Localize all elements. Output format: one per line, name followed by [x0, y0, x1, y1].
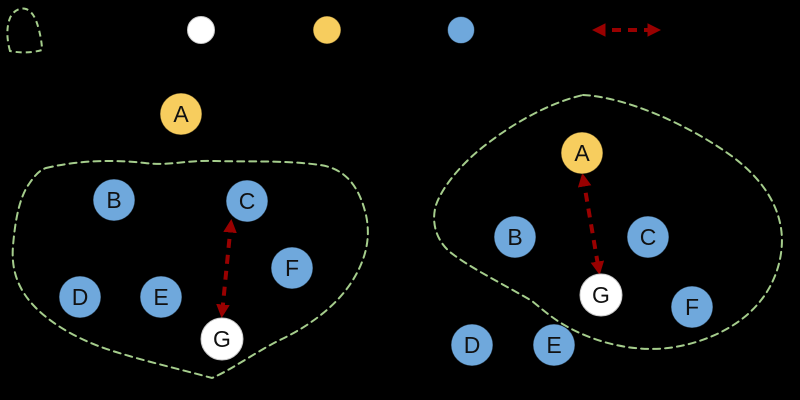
legend-yellow-node-glyph — [312, 15, 342, 45]
cluster-boundary-right — [433, 93, 783, 350]
node-b-left: B — [92, 178, 136, 222]
legend-white-node-glyph — [187, 16, 215, 44]
node-label: F — [685, 294, 699, 320]
node-f-left: F — [270, 246, 314, 290]
node-g-right: G — [579, 273, 623, 317]
node-f-right: F — [670, 285, 714, 329]
node-b-right: B — [493, 215, 537, 259]
node-circle — [670, 285, 714, 329]
node-circle — [225, 179, 269, 223]
distance-arrow-right — [577, 172, 605, 276]
node-circle — [493, 215, 537, 259]
legend — [6, 7, 662, 54]
node-circle — [532, 323, 576, 367]
node-circle — [58, 275, 102, 319]
node-circle — [92, 178, 136, 222]
node-d-left: D — [58, 275, 102, 319]
node-a-right: A — [560, 131, 604, 175]
node-label: D — [72, 284, 89, 310]
node-e-left: E — [139, 275, 183, 319]
node-circle — [270, 246, 314, 290]
node-circle — [579, 273, 623, 317]
legend-blue-node-glyph — [447, 16, 475, 44]
node-label: G — [592, 282, 610, 308]
node-label: C — [640, 224, 657, 250]
node-circle — [450, 323, 494, 367]
node-label: D — [464, 332, 481, 358]
cluster-boundary-left — [11, 159, 369, 380]
node-circle — [560, 131, 604, 175]
legend-cluster-boundary-glyph — [6, 7, 44, 54]
node-circle — [626, 215, 670, 259]
node-c-left: C — [225, 179, 269, 223]
node-label: A — [574, 140, 590, 166]
node-label: B — [106, 187, 121, 213]
node-label: B — [507, 224, 522, 250]
node-label: F — [285, 255, 299, 281]
node-label: E — [546, 332, 561, 358]
diagram-left: A B C D E F G — [11, 92, 369, 380]
node-e-right: E — [532, 323, 576, 367]
node-label: A — [173, 101, 189, 127]
node-a-left: A — [159, 92, 203, 136]
node-label: C — [239, 188, 256, 214]
node-label: G — [213, 326, 231, 352]
node-label: E — [153, 284, 168, 310]
diagram-right: A B C D E F G — [433, 93, 783, 367]
node-circle — [200, 317, 244, 361]
node-c-right: C — [626, 215, 670, 259]
node-d-right: D — [450, 323, 494, 367]
node-circle — [159, 92, 203, 136]
distance-arrow-left — [216, 218, 237, 319]
node-circle — [139, 275, 183, 319]
node-g-left: G — [200, 317, 244, 361]
